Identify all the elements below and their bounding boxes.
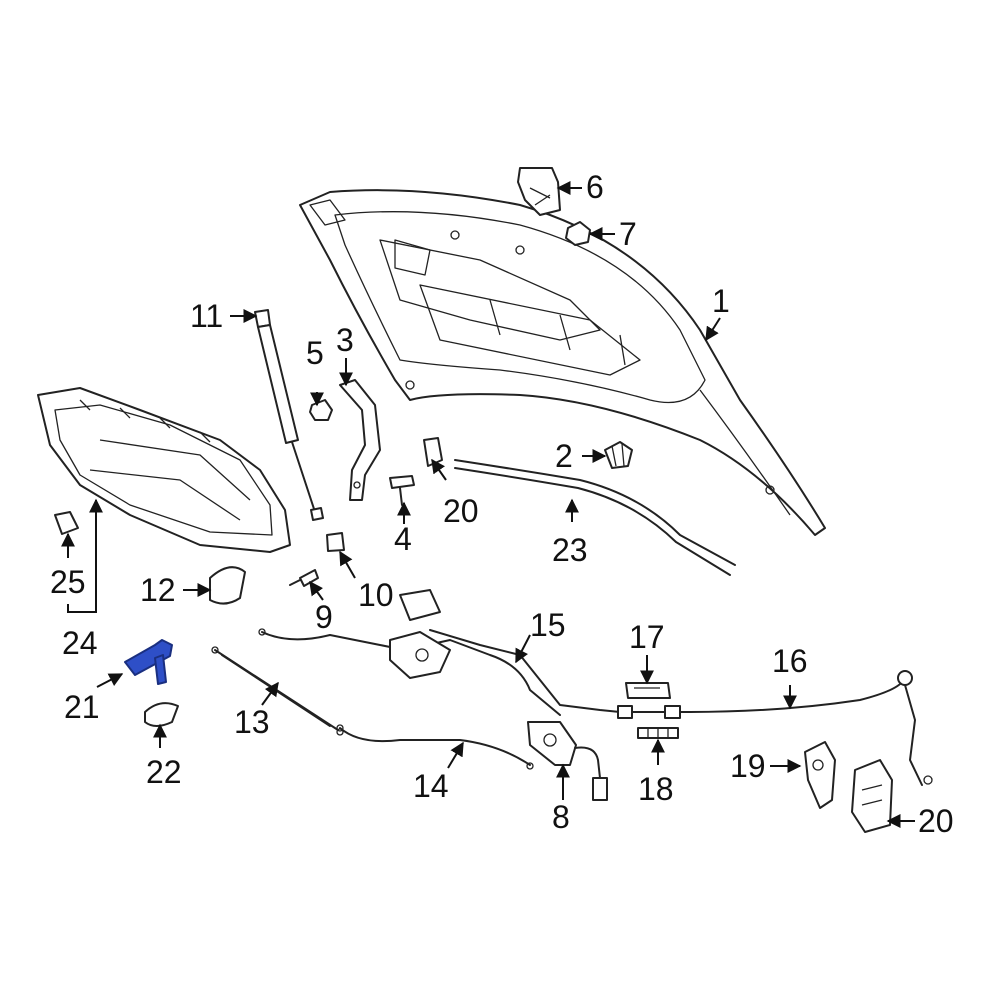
callout-labels: 1 2 3 4 5 6 7 8 9 10 11 12 13 14 15 16 1… (50, 169, 954, 839)
callout-9: 9 (315, 599, 333, 635)
callout-22: 22 (146, 754, 182, 790)
bracket-20-lower[interactable] (851, 759, 893, 833)
hood-latch[interactable] (527, 721, 608, 801)
grommet[interactable] (209, 566, 246, 605)
bolt-9[interactable] (289, 569, 319, 587)
prop-rod-holder[interactable] (124, 639, 173, 685)
callout-8: 8 (552, 799, 570, 835)
bracket-19[interactable] (804, 741, 836, 809)
release-cable-14[interactable] (336, 724, 534, 770)
clip-10[interactable] (326, 532, 345, 552)
clip-nut[interactable] (565, 221, 591, 246)
mounting-bracket[interactable] (517, 167, 561, 216)
leader-lines (61, 181, 915, 828)
callout-14: 14 (413, 768, 449, 804)
bumper-stop[interactable] (604, 441, 633, 469)
hinge-bracket[interactable] (339, 379, 381, 501)
callout-6: 6 (586, 169, 604, 205)
release-cable-13[interactable] (211, 646, 344, 736)
callout-19: 19 (730, 748, 766, 784)
callout-20-lower: 20 (918, 803, 954, 839)
callout-12: 12 (140, 572, 176, 608)
release-handle[interactable] (625, 682, 671, 699)
insulator-clip[interactable] (54, 511, 79, 535)
callout-24: 24 (62, 625, 98, 661)
callout-17: 17 (629, 619, 665, 655)
callout-2: 2 (555, 438, 573, 474)
callout-23: 23 (552, 532, 588, 568)
callout-16: 16 (772, 643, 808, 679)
hood-insulator[interactable] (37, 387, 291, 553)
grommet-22[interactable] (144, 702, 179, 727)
callout-11: 11 (190, 298, 223, 334)
callout-3: 3 (336, 322, 354, 358)
callout-7: 7 (619, 216, 637, 252)
release-cable-15[interactable] (258, 589, 621, 716)
callout-18: 18 (638, 771, 674, 807)
callout-5: 5 (306, 335, 324, 371)
callout-4: 4 (394, 521, 412, 557)
callout-15: 15 (530, 607, 566, 643)
bolt[interactable] (389, 475, 415, 506)
hood-seal[interactable] (454, 459, 736, 576)
callout-13: 13 (234, 704, 270, 740)
lift-support-strut[interactable] (254, 309, 324, 521)
callout-21: 21 (64, 689, 100, 725)
callout-10: 10 (358, 577, 394, 613)
callout-20-upper: 20 (443, 493, 479, 529)
hood-panel[interactable] (299, 189, 826, 536)
release-cable-16[interactable] (617, 670, 933, 786)
handle-bezel[interactable] (637, 727, 679, 739)
nut[interactable] (309, 399, 333, 421)
callout-1: 1 (712, 283, 730, 319)
callout-25: 25 (50, 564, 86, 600)
